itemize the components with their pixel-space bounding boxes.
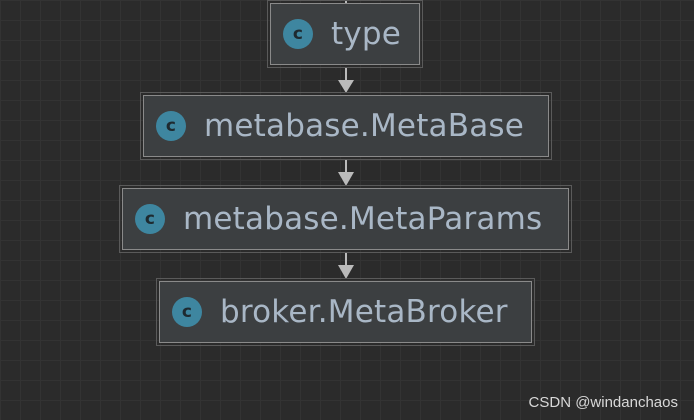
class-icon: c xyxy=(135,204,165,234)
class-icon: c xyxy=(156,111,186,141)
node-label: type xyxy=(331,16,402,52)
class-icon: c xyxy=(283,19,313,49)
node-metabase[interactable]: c metabase.MetaBase xyxy=(140,92,552,160)
class-icon-letter: c xyxy=(181,301,193,322)
edge-metabase-to-params xyxy=(338,160,354,186)
node-label: broker.MetaBroker xyxy=(220,294,508,330)
edge-type-to-metabase xyxy=(338,0,354,93)
node-metabroker[interactable]: c broker.MetaBroker xyxy=(156,278,535,346)
class-icon-letter: c xyxy=(144,208,156,229)
class-icon-letter: c xyxy=(292,23,304,44)
edge-params-to-broker xyxy=(338,253,354,279)
class-icon: c xyxy=(172,297,202,327)
node-metaparams[interactable]: c metabase.MetaParams xyxy=(119,185,572,253)
node-label: metabase.MetaParams xyxy=(183,201,543,237)
node-type[interactable]: c type xyxy=(267,0,423,68)
watermark-text: CSDN @windanchaos xyxy=(528,394,678,411)
node-label: metabase.MetaBase xyxy=(204,108,525,144)
class-icon-letter: c xyxy=(165,115,177,136)
